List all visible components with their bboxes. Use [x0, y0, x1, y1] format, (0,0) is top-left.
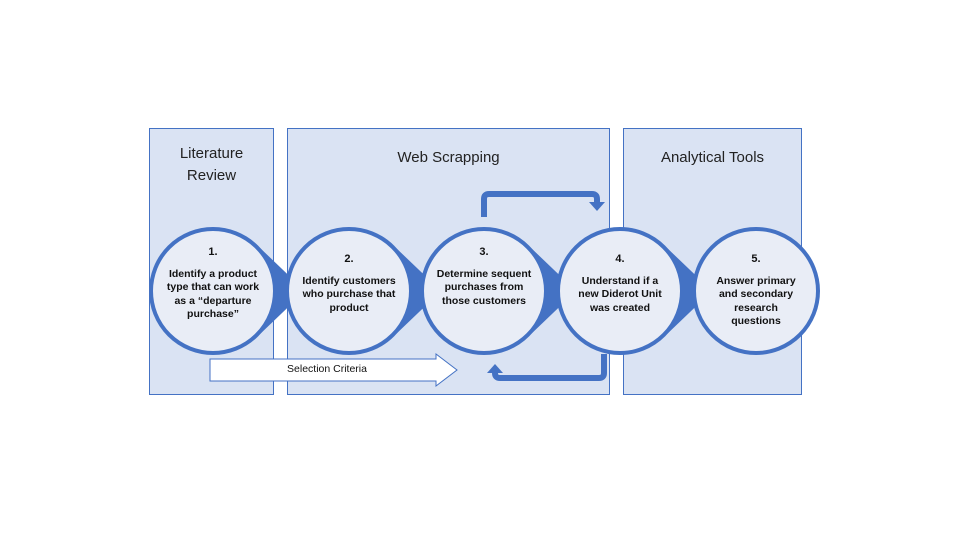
step-2-label: Identify customers who purchase that pro… [302, 274, 396, 314]
step-5-circle [692, 227, 820, 355]
step-1-label: Identify a product type that can work as… [166, 267, 260, 321]
step-1-circle [149, 227, 277, 355]
step-2-text-block: 2. Identify customers who purchase that … [293, 253, 405, 315]
step-4-circle [556, 227, 684, 355]
step-1-text-block: 1. Identify a product type that can work… [157, 246, 269, 322]
loop-arrow-bottom-head [487, 364, 503, 373]
step-1-number: 1. [208, 246, 218, 258]
analytical-tools-title: Analytical Tools [660, 149, 765, 166]
step-5-text-block: 5. Answer primary and secondary research… [700, 253, 812, 329]
step-4-label: Understand if a new Diderot Unit was cre… [578, 274, 662, 314]
step-5-number: 5. [751, 253, 761, 265]
loop-arrow-top-head [589, 202, 605, 211]
step-4-number: 4. [615, 253, 625, 265]
web-scrapping-title: Web Scrapping [397, 149, 500, 166]
step-3-label: Determine sequent purchases from those c… [436, 267, 532, 307]
selection-criteria-arrow [209, 352, 458, 388]
step-2-number: 2. [344, 253, 354, 265]
step-3-circle [420, 227, 548, 355]
loop-arrow-bottom [492, 354, 607, 381]
step-4-text-block: 4. Understand if a new Diderot Unit was … [564, 253, 676, 315]
step-5-label: Answer primary and secondary research qu… [716, 274, 796, 328]
selection-criteria-label: Selection Criteria [287, 363, 367, 375]
step-2-circle [285, 227, 413, 355]
step-3-text-block: 3. Determine sequent purchases from thos… [428, 246, 540, 308]
step-3-number: 3. [479, 246, 489, 258]
loop-arrow-top [481, 191, 600, 217]
literature-review-title: Literature Review [179, 145, 244, 184]
